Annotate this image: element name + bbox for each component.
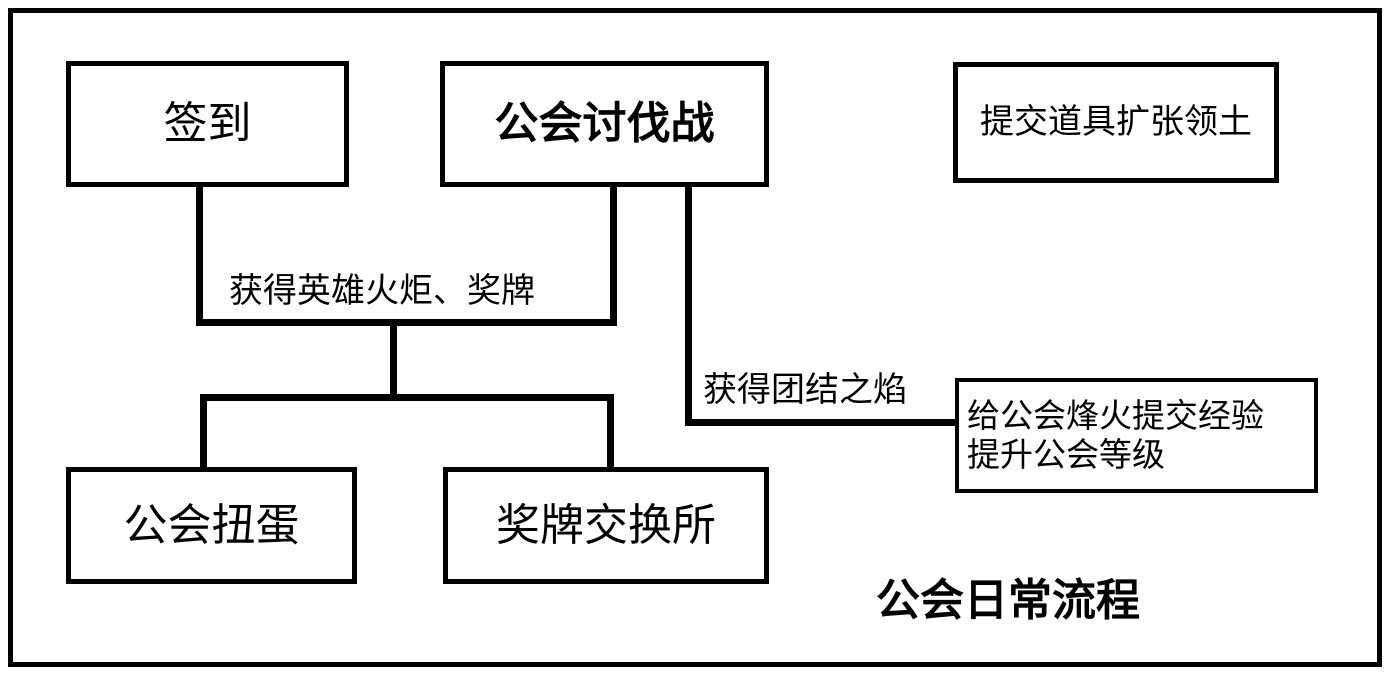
- node-guild-war-label: 公会讨伐战: [494, 98, 715, 150]
- node-guild-experience-label: 给公会烽火提交经验 提升公会等级: [967, 395, 1264, 474]
- connector-guildwar-left-vertical: [610, 186, 617, 326]
- node-guild-war[interactable]: 公会讨伐战: [440, 61, 769, 187]
- connector-merge-horizontal: [196, 319, 617, 326]
- node-guild-experience[interactable]: 给公会烽火提交经验 提升公会等级: [955, 378, 1318, 493]
- node-medal-exchange-label: 奖牌交换所: [496, 499, 716, 551]
- edge-label-torch-medal: 获得英雄火炬、奖牌: [225, 263, 539, 312]
- connector-guildexp-horizontal: [685, 419, 959, 426]
- node-medal-exchange[interactable]: 奖牌交换所: [443, 467, 769, 584]
- diagram-outer-frame: [8, 8, 1382, 667]
- edge-label-unity-flame: 获得团结之焰: [699, 362, 911, 411]
- connector-medalshop-vertical: [607, 394, 614, 470]
- connector-signin-vertical: [196, 186, 203, 326]
- node-signin-label: 签到: [163, 98, 252, 150]
- node-territory[interactable]: 提交道具扩张领土: [953, 62, 1279, 183]
- connector-guildwar-right-vertical: [685, 186, 692, 426]
- node-guild-gacha[interactable]: 公会扭蛋: [66, 467, 357, 584]
- node-signin[interactable]: 签到: [66, 61, 349, 187]
- connector-merge-drop-vertical: [390, 319, 397, 401]
- connector-gacha-vertical: [200, 394, 207, 470]
- diagram-caption: 公会日常流程: [876, 575, 1140, 626]
- connector-split-horizontal: [200, 394, 614, 401]
- node-territory-label: 提交道具扩张领土: [980, 102, 1252, 143]
- node-guild-gacha-label: 公会扭蛋: [123, 499, 300, 551]
